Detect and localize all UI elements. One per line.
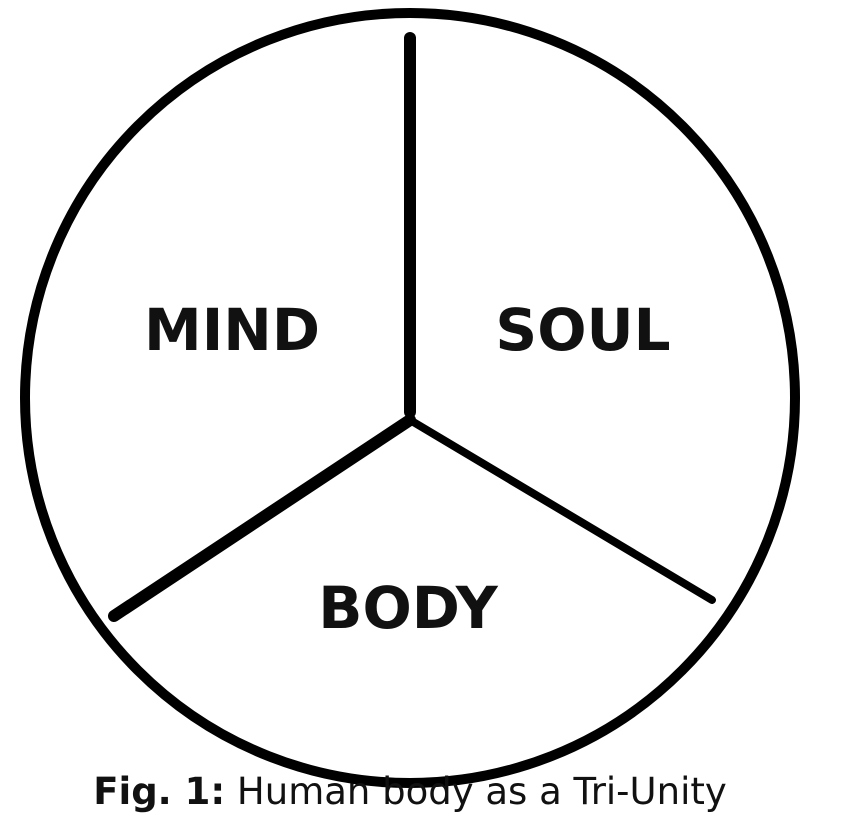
figure-caption: Fig. 1: Human body as a Tri-Unity bbox=[0, 770, 820, 813]
divider-left bbox=[108, 414, 416, 622]
section-label-mind: MIND bbox=[144, 296, 320, 364]
figure-number: Fig. 1: bbox=[93, 770, 226, 813]
section-label-body: BODY bbox=[318, 574, 498, 642]
section-label-soul: SOUL bbox=[495, 296, 670, 364]
figure-caption-text: Human body as a Tri-Unity bbox=[225, 770, 727, 813]
divider-right bbox=[406, 416, 716, 604]
